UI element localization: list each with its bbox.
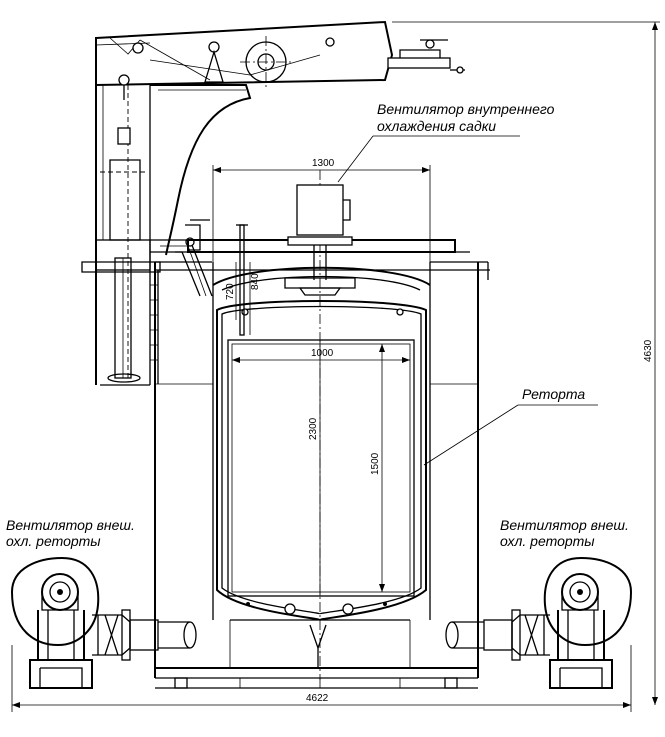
label-outer-fan-right-line2: охл. реторты xyxy=(500,533,595,549)
dimension-lines xyxy=(11,21,660,712)
dim-lid-a: 720 xyxy=(225,283,236,300)
left-outer-fan xyxy=(10,556,197,689)
air-duct xyxy=(150,219,213,297)
dim-inner-height: 2300 xyxy=(308,417,319,440)
label-inner-fan-line1: Вентилятор внутреннего xyxy=(377,101,555,117)
furnace-body xyxy=(150,239,490,689)
dim-basket-height: 1500 xyxy=(370,452,381,475)
label-outer-fan-right-line1: Вентилятор внеш. xyxy=(500,517,629,533)
dim-total-width: 4622 xyxy=(306,693,329,704)
dim-lid-b: 840 xyxy=(250,273,261,290)
label-outer-fan-left-line1: Вентилятор внеш. xyxy=(6,517,135,533)
retort xyxy=(212,170,431,680)
dim-top-width: 1300 xyxy=(312,158,335,169)
leader-retort xyxy=(423,404,598,466)
dim-total-height: 4630 xyxy=(643,339,654,362)
label-retort: Реторта xyxy=(522,386,585,402)
right-outer-fan xyxy=(445,556,633,689)
dim-inner-width: 1000 xyxy=(311,348,334,359)
label-inner-fan-line2: охлаждения садки xyxy=(377,118,496,134)
leader-inner-fan xyxy=(337,135,520,183)
inner-cooling-fan xyxy=(284,184,356,296)
label-outer-fan-left-line2: охл. реторты xyxy=(6,533,101,549)
lifting-crane xyxy=(81,20,465,386)
